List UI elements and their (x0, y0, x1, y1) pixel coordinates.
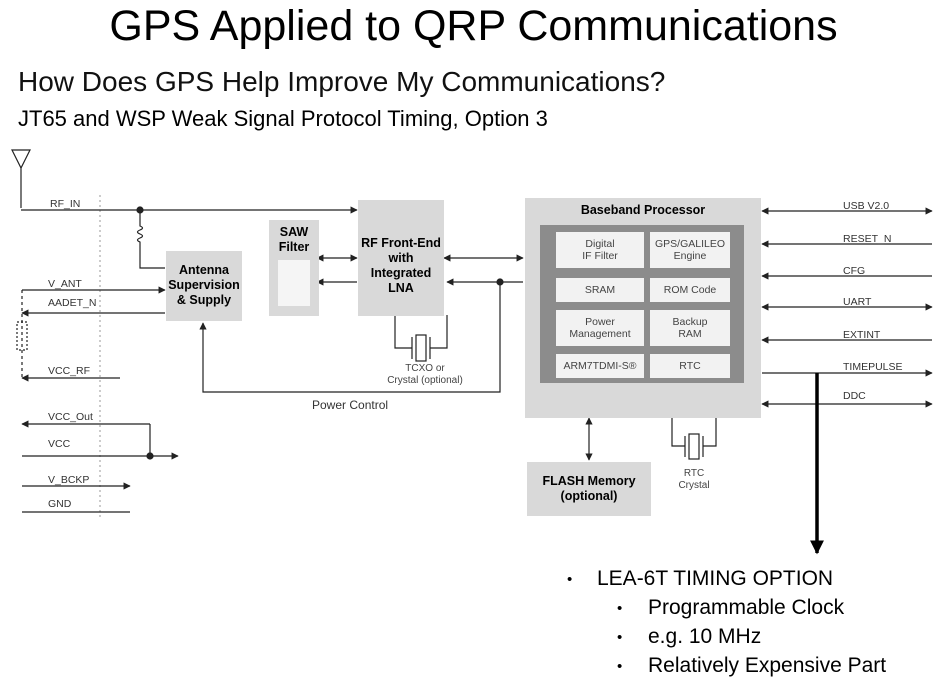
rtc: RTC (650, 354, 730, 378)
flash-memory-block (527, 462, 651, 516)
signal-ddc: DDC (843, 390, 866, 402)
signal-cfg: CFG (843, 265, 866, 277)
signal-rf-in: RF_IN (50, 198, 81, 210)
antenna-supervision-block (166, 251, 242, 321)
power-control-label: Power Control (312, 398, 389, 412)
slide-title: GPS Applied to QRP Communications (109, 2, 838, 50)
bullet-sub-3: • Relatively Expensive Part (617, 651, 886, 680)
bullet-dot: • (617, 629, 623, 646)
digital-if-filter: Digital IF Filter (556, 232, 644, 268)
power-management: Power Management (556, 310, 644, 346)
backup-ram: Backup RAM (650, 310, 730, 346)
bullet-dot: • (617, 600, 623, 617)
bullet-sub-1: • Programmable Clock (617, 593, 886, 622)
flash-memory-label: FLASH Memory (optional) (542, 474, 636, 503)
signal-v-bckp: V_BCKP (48, 474, 90, 486)
signal-gnd: GND (48, 498, 72, 510)
baseband-processor-title: Baseband Processor (580, 203, 706, 217)
signal-vcc-out: VCC_Out (48, 411, 93, 423)
signal-usb: USB V2.0 (843, 200, 890, 212)
gps-galileo-engine: GPS/GALILEO Engine (650, 232, 730, 268)
signal-aadet-n: AADET_N (48, 297, 97, 309)
slide-subtitle: How Does GPS Help Improve My Communicati… (18, 66, 666, 97)
sram: SRAM (556, 278, 644, 302)
rom-code: ROM Code (650, 278, 730, 302)
signal-v-ant: V_ANT (48, 278, 82, 290)
bullet-dot: • (617, 658, 623, 675)
antenna-supervision-label: Antenna Supervision & Supply (168, 263, 240, 307)
tcxo-label: TCXO or Crystal (optional) (387, 363, 463, 386)
bullet-sub-2: • e.g. 10 MHz (617, 622, 886, 651)
signal-timepulse: TIMEPULSE (843, 361, 903, 373)
rf-frontend-label: RF Front-End with Integrated LNA (361, 236, 441, 295)
slide-subtitle-2: JT65 and WSP Weak Signal Protocol Timing… (18, 106, 548, 131)
saw-filter-label: SAW Filter (278, 225, 310, 254)
signal-uart: UART (843, 296, 872, 308)
saw-filter-symbol-box (278, 260, 310, 306)
bullet-main: • LEA-6T TIMING OPTION (567, 564, 886, 593)
signal-vcc: VCC (48, 438, 71, 450)
arm-core: ARM7TDMI-S® (556, 354, 644, 378)
signal-extint: EXTINT (843, 329, 881, 341)
rtc-crystal-label: RTC Crystal (678, 468, 710, 491)
bullet-dot: • (567, 571, 573, 588)
bullet-list: • LEA-6T TIMING OPTION • Programmable Cl… (567, 564, 886, 680)
antenna-icon (11, 149, 31, 208)
rf-frontend-block (358, 200, 444, 316)
signal-reset-n: RESET_N (843, 233, 892, 245)
signal-vcc-rf: VCC_RF (48, 365, 91, 377)
